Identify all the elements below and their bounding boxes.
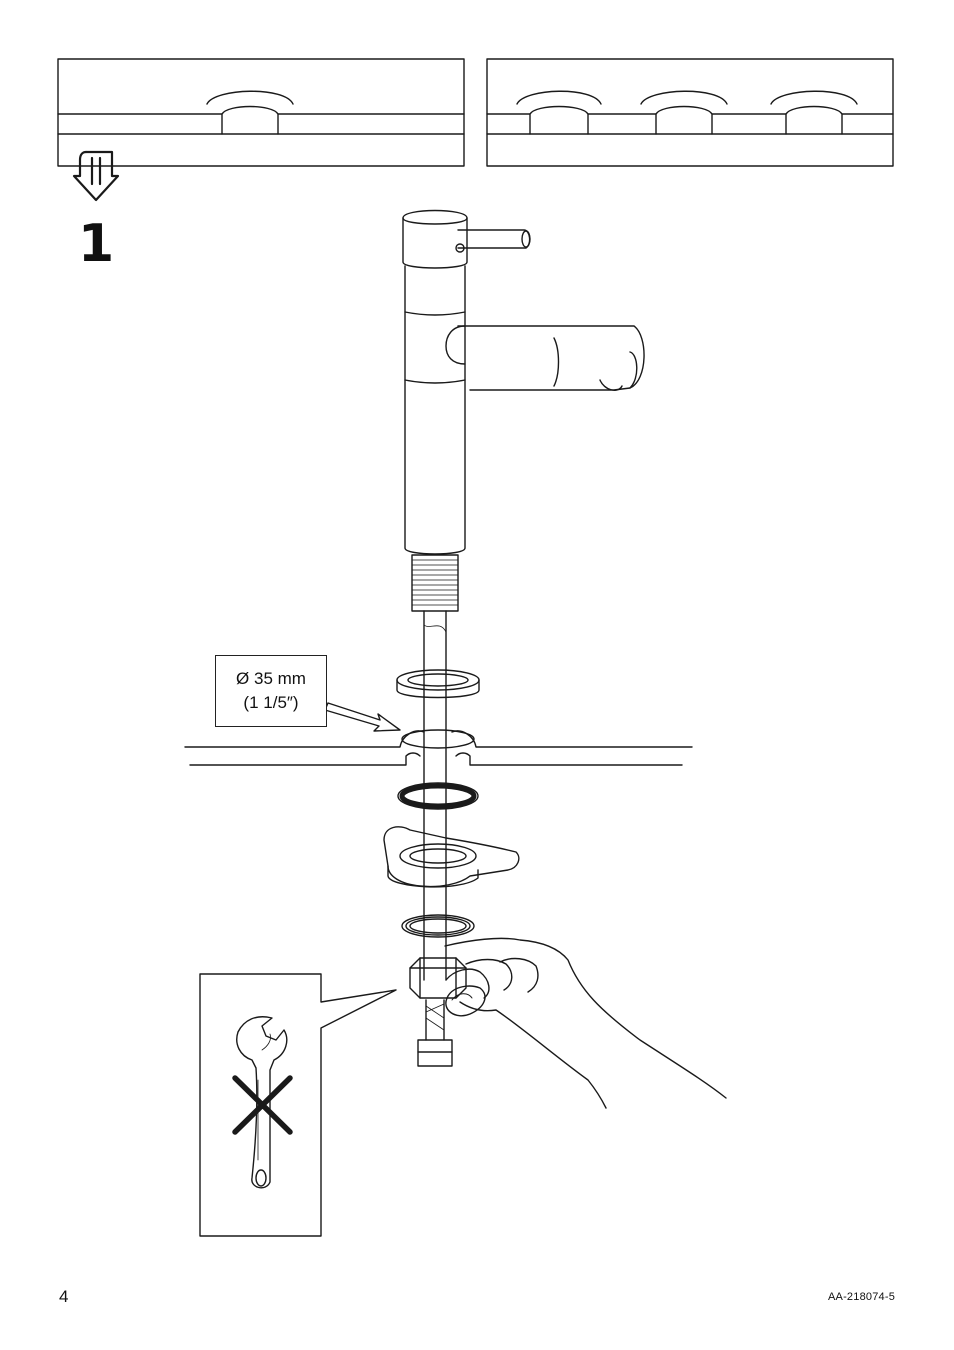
- down-arrow-icon: [74, 152, 118, 200]
- hand: [445, 938, 726, 1108]
- hole-diameter-imperial: (1 1/5″): [216, 693, 326, 713]
- faucet-spout: [446, 326, 644, 390]
- page-number: 4: [59, 1287, 68, 1307]
- rubber-gasket: [398, 783, 478, 809]
- threaded-shank: [412, 555, 458, 611]
- three-hole-countertop-icon: [487, 59, 893, 166]
- hole-diameter-metric: Ø 35 mm: [216, 669, 326, 689]
- top-ring-gasket: [397, 670, 479, 698]
- step-number: 1: [78, 218, 114, 270]
- single-hole-countertop-icon: [58, 59, 464, 166]
- no-wrench-callout: [200, 974, 396, 1236]
- cross-mark: [235, 1078, 290, 1132]
- washer: [402, 915, 474, 937]
- hole-dimension-box: Ø 35 mm (1 1/5″): [215, 655, 327, 727]
- countertop-section: [185, 730, 692, 765]
- dimension-leader-arrow: [325, 703, 400, 731]
- document-code: AA-218074-5: [828, 1291, 895, 1303]
- faucet-body: [405, 266, 465, 554]
- mounting-plate: [384, 827, 519, 887]
- mounting-nut: [410, 958, 466, 998]
- faucet-head: [403, 211, 530, 269]
